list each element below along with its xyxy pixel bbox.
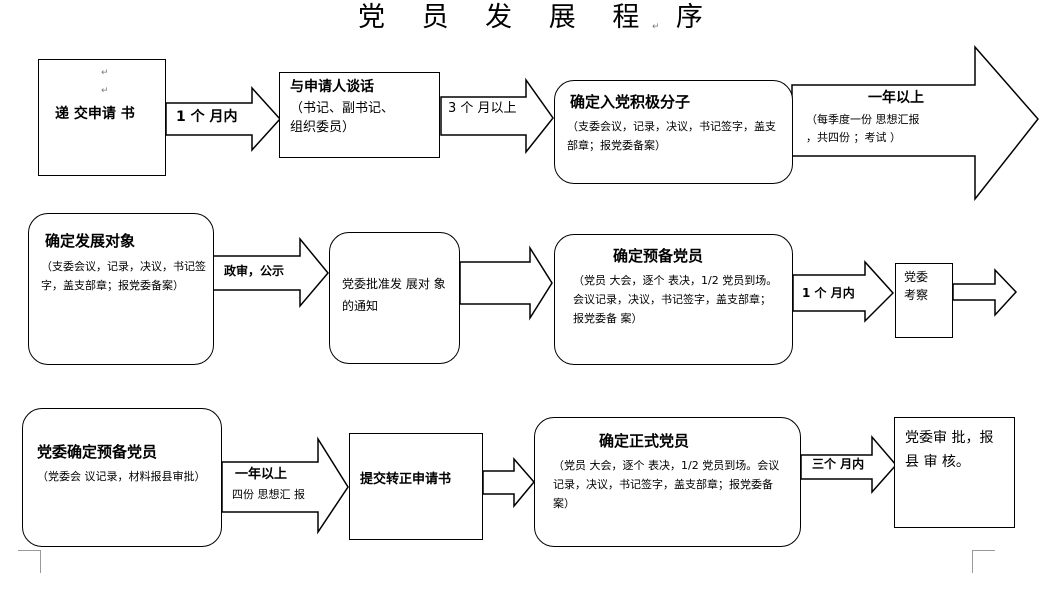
step-desc: （书记、副书记、	[290, 101, 395, 116]
arrow-submit-to-formal	[482, 456, 535, 509]
step-label: 党委审 批，报县 审 核。	[905, 430, 994, 470]
step-talk: 与申请人谈话 （书记、副书记、 组织委员）	[279, 72, 440, 158]
arrow-desc: （每季度一份 思想汇报	[806, 113, 920, 126]
page-title: 党 员 发 展 程 序	[358, 2, 717, 33]
step-full-member: 确定正式党员 （党员 大会，逐个 表决，1/2 党员到场。会议记录，决议，书记签…	[534, 417, 801, 547]
step-label: 递 交申请 书	[55, 106, 135, 122]
step-desc: （支委会议，记录，决议，书记签字，盖支部章；报党委备案）	[567, 120, 776, 152]
arrow-label: 1 个 月内	[176, 109, 238, 125]
step-desc: （支委会议，记录，决议，书记签字，盖支部章；报党委备案）	[41, 260, 206, 292]
arrow-label: 3 个 月以上	[448, 101, 517, 116]
step-label: 党委	[904, 270, 929, 284]
step-probationary: 确定预备党员 （党员 大会，逐个 表决，1/2 党员到场。会议记录，决议，书记签…	[554, 234, 793, 365]
step-desc: 组织委员）	[290, 120, 356, 135]
step-title: 确定预备党员	[613, 247, 704, 265]
step-inspection: 党委 考察	[895, 263, 953, 338]
arrow-label: 一年以上	[868, 90, 924, 106]
arrow-inspect-out	[952, 268, 1018, 317]
arrow-3-months	[440, 77, 554, 155]
arrow-prep-1-month	[792, 260, 895, 323]
step-notice: 党委批准发 展对 象的通知	[329, 232, 460, 364]
arrow-1-month	[165, 86, 282, 152]
step-desc: （党委会 议记录，材料报县审批）	[37, 470, 206, 483]
step-title: 确定正式党员	[599, 432, 690, 450]
arrow-label: 一年以上	[235, 467, 288, 482]
step-desc: （党员 大会，逐个 表决，1/2 党员到场。会议记录，决议，书记签字，盖支部章；…	[573, 274, 778, 325]
step-committee-confirm: 党委确定预备党员 （党委会 议记录，材料报县审批）	[22, 408, 222, 547]
arrow-label: 三个 月内	[812, 457, 865, 471]
arrow-three-months	[800, 434, 897, 494]
step-county-approval: 党委审 批，报县 审 核。	[894, 417, 1015, 528]
paragraph-mark: ↵	[101, 68, 109, 78]
step-title: 与申请人谈话	[290, 79, 374, 95]
step-label: 考察	[904, 288, 929, 302]
step-desc: 党委批准发 展对 象的通知	[342, 277, 446, 313]
page-corner-mark	[972, 550, 995, 573]
step-desc: （党员 大会，逐个 表决，1/2 党员到场。会议记录，决议，书记签字，盖支部章；…	[553, 459, 780, 510]
step-activist: 确定入党积极分子 （支委会议，记录，决议，书记签字，盖支部章；报党委备案）	[554, 80, 793, 184]
arrow-label: 政审，公示	[224, 264, 285, 278]
step-title: 党委确定预备党员	[37, 443, 158, 461]
page-corner-mark	[18, 550, 41, 573]
step-development-target: 确定发展对象 （支委会议，记录，决议，书记签字，盖支部章；报党委备案）	[28, 213, 214, 365]
arrow-desc: 四份 思想汇 报	[232, 488, 305, 501]
arrow-review-publicity	[212, 236, 329, 309]
arrow-desc: ，共四份 ；考试 ）	[806, 131, 901, 144]
step-label: 提交转正申请书	[360, 472, 452, 487]
arrow-one-year-2	[221, 436, 349, 535]
arrow-one-year	[791, 45, 1039, 202]
arrow-label: 1 个 月内	[802, 286, 855, 300]
arrow-notice-to-prep	[459, 245, 553, 321]
step-submit-application: ↵ ↵ 递 交申请 书	[38, 59, 166, 176]
paragraph-mark: ↵	[652, 22, 660, 32]
step-title: 确定发展对象	[45, 232, 136, 250]
step-submit-regularization: 提交转正申请书	[349, 433, 483, 540]
step-title: 确定入党积极分子	[570, 93, 691, 111]
paragraph-mark: ↵	[101, 86, 109, 96]
